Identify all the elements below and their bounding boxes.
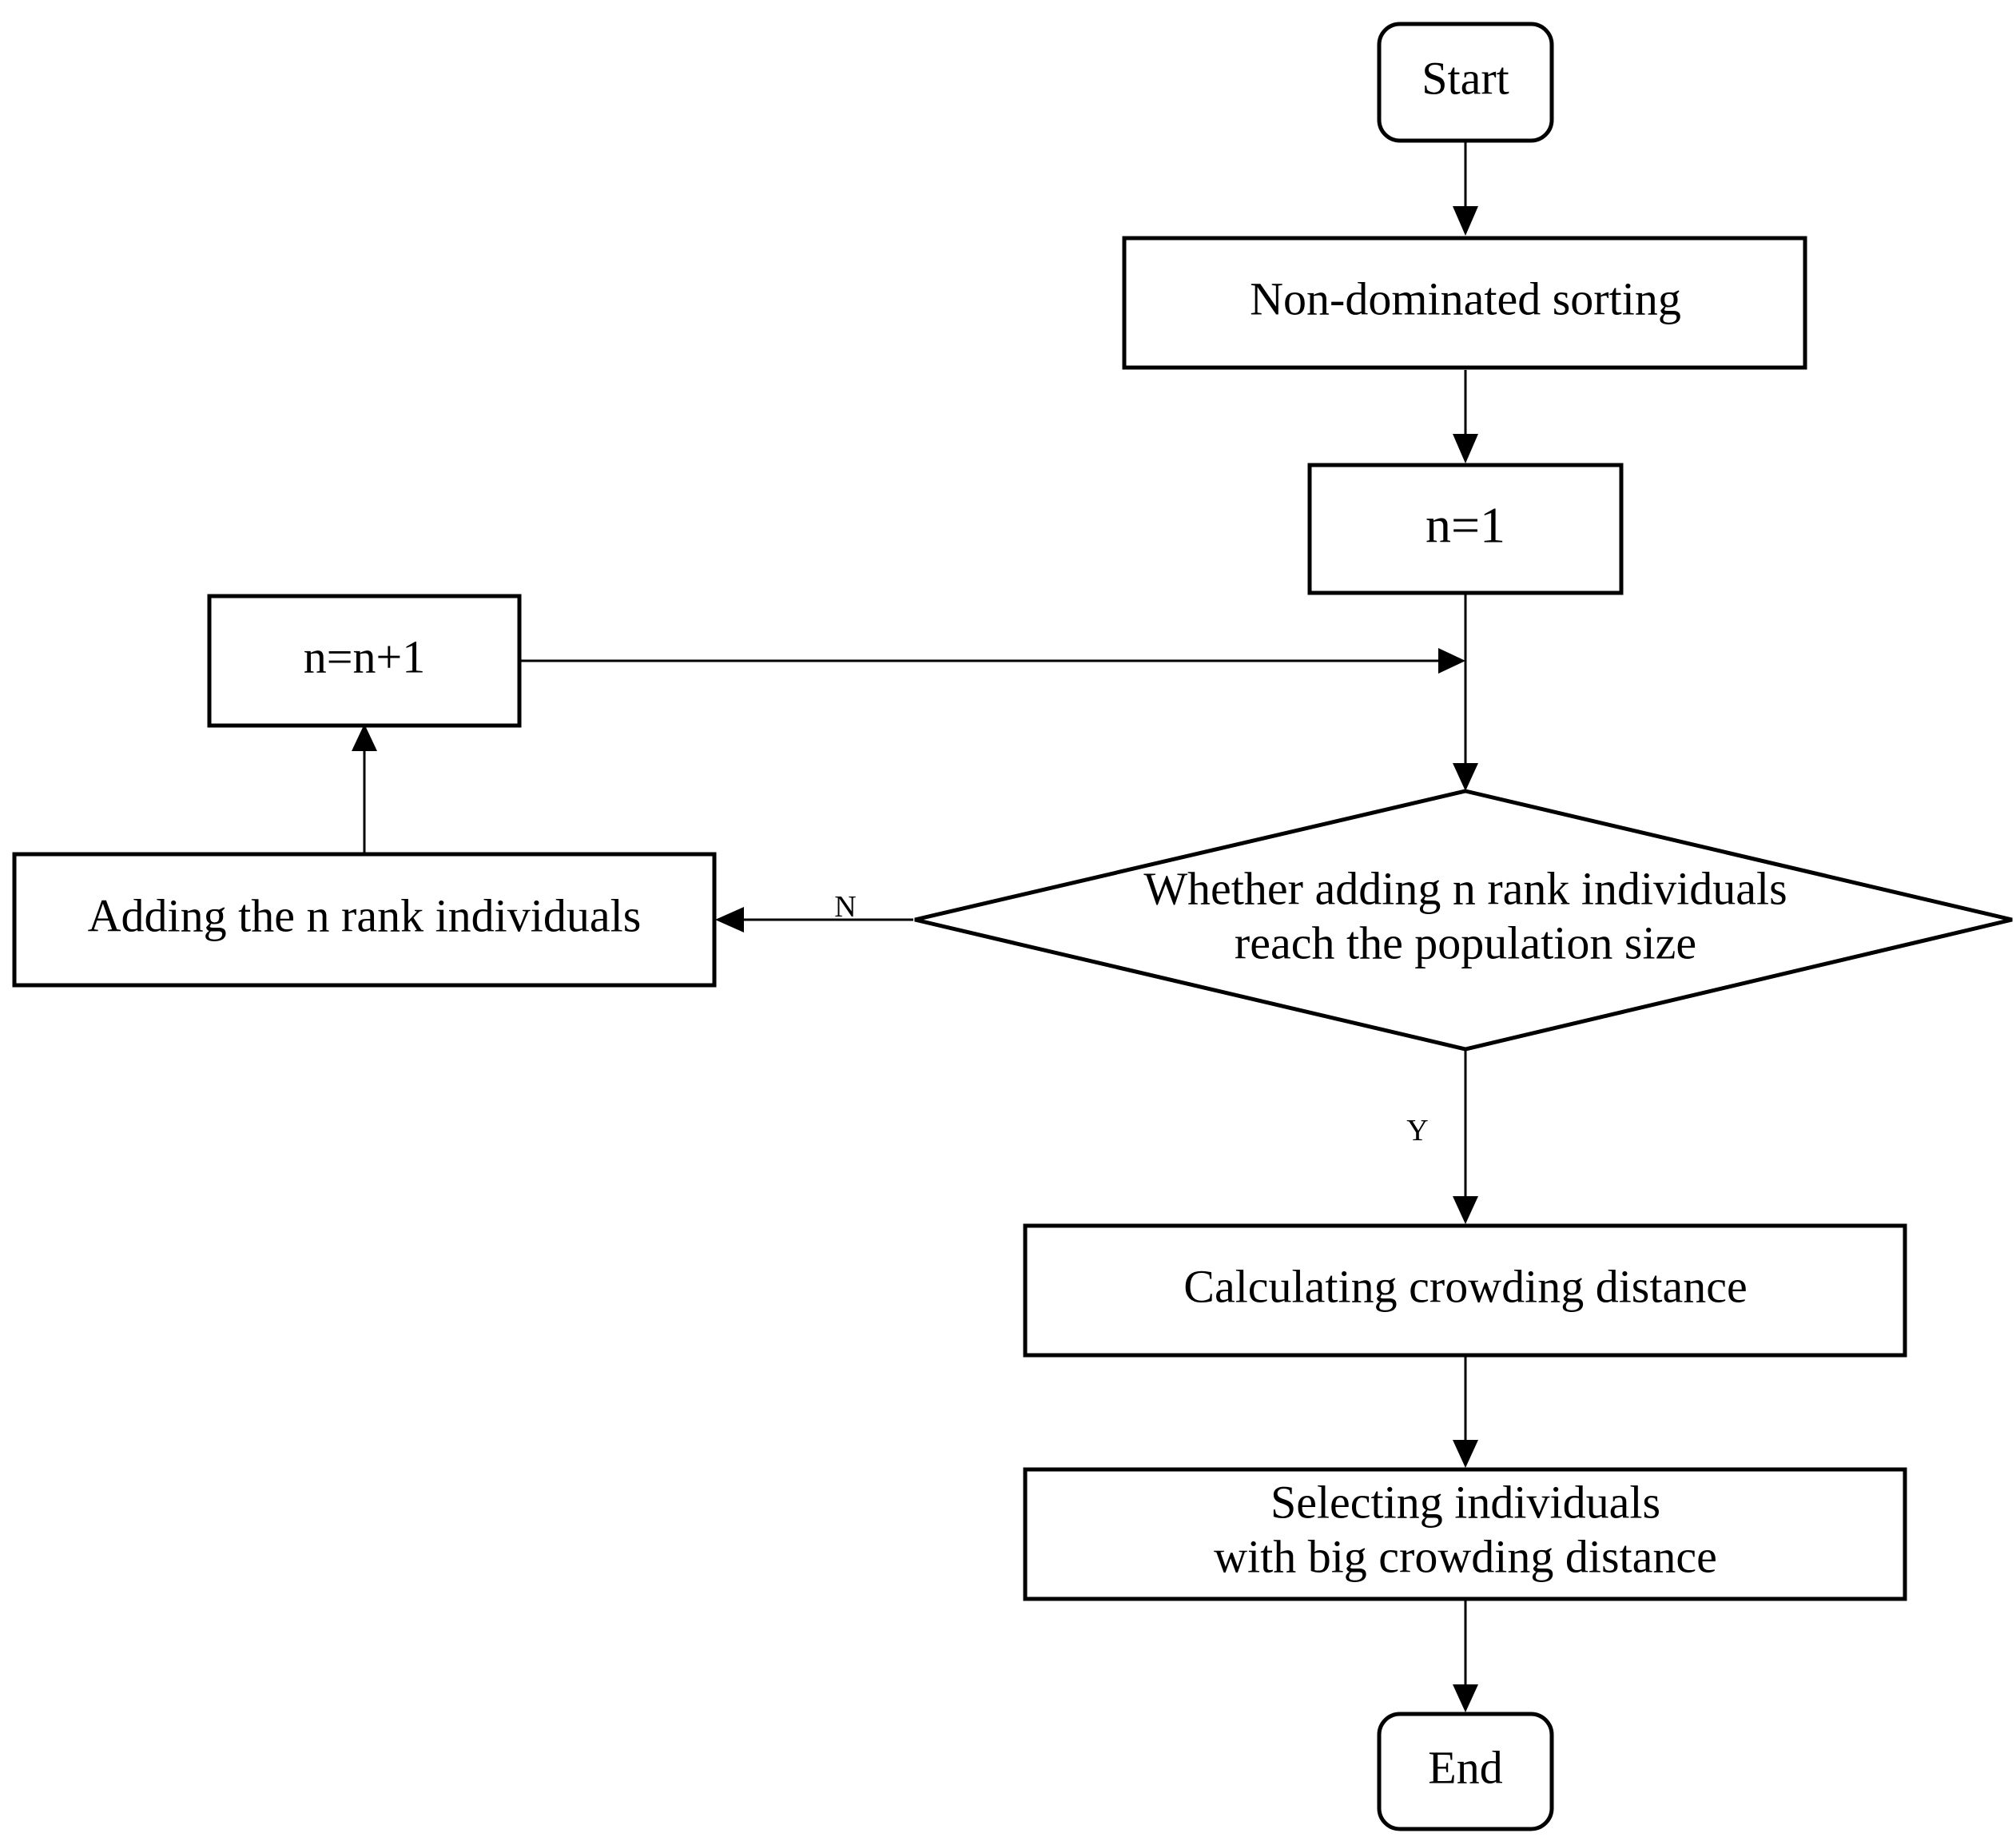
sort-label: Non-dominated sorting bbox=[1250, 272, 1681, 324]
decision-label-line2: reach the population size bbox=[1235, 917, 1696, 968]
edge-label-yes: Y bbox=[1406, 1114, 1428, 1147]
sort-node: Non-dominated sorting bbox=[1122, 236, 1807, 370]
edge-crowding-to-select bbox=[1453, 1356, 1478, 1468]
init-label: n=1 bbox=[1426, 497, 1505, 554]
select-label-line2: with big crowding distance bbox=[1214, 1530, 1717, 1582]
select-label-line1: Selecting individuals bbox=[1270, 1476, 1660, 1528]
start-node: Start bbox=[1377, 22, 1554, 143]
edge-init-to-decision bbox=[1453, 594, 1478, 791]
edge-add-to-increment bbox=[352, 724, 377, 854]
select-node: Selecting individuals with big crowding … bbox=[1023, 1467, 1907, 1601]
crowding-node: Calculating crowding distance bbox=[1023, 1223, 1907, 1358]
start-label: Start bbox=[1422, 52, 1509, 104]
increment-node: n=n+1 bbox=[207, 594, 522, 728]
add-node: Adding the n rank individuals bbox=[12, 852, 717, 988]
edge-label-no: N bbox=[834, 890, 856, 924]
edge-decision-yes bbox=[1453, 1049, 1478, 1224]
init-node: n=1 bbox=[1307, 463, 1624, 595]
edge-start-to-sort bbox=[1453, 142, 1478, 236]
add-label: Adding the n rank individuals bbox=[88, 889, 642, 941]
crowding-label: Calculating crowding distance bbox=[1183, 1260, 1747, 1312]
decision-node: Whether adding n rank individuals reach … bbox=[914, 789, 2013, 1052]
edge-select-to-end bbox=[1453, 1600, 1478, 1712]
edge-decision-no bbox=[715, 907, 913, 932]
edge-increment-to-loop bbox=[521, 648, 1465, 674]
edge-sort-to-init bbox=[1453, 370, 1478, 463]
decision-label-line1: Whether adding n rank individuals bbox=[1143, 862, 1787, 914]
end-node: End bbox=[1377, 1712, 1554, 1831]
end-label: End bbox=[1428, 1741, 1502, 1793]
increment-label: n=n+1 bbox=[304, 630, 425, 682]
